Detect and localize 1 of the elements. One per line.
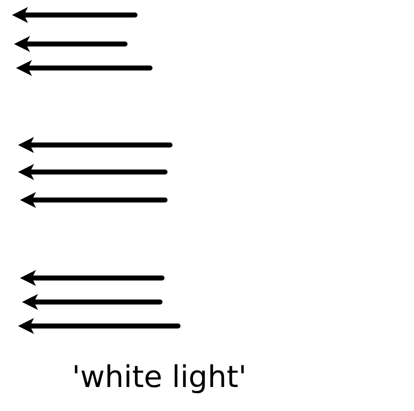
caption-text: 'white light'	[72, 360, 247, 395]
